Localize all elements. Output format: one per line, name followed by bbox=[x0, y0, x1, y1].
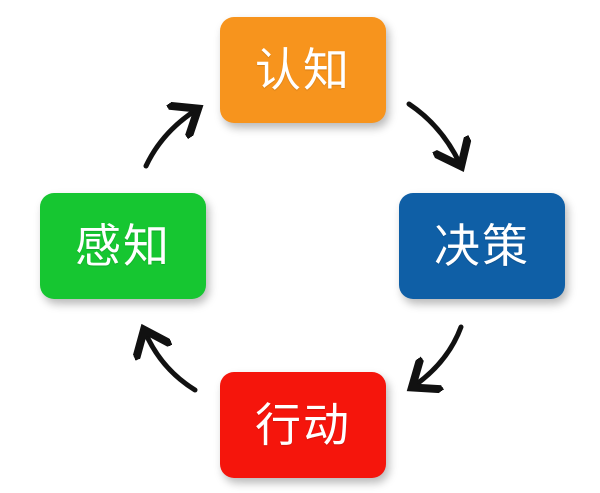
node-decision: 决策 bbox=[399, 193, 565, 299]
node-action-label: 行动 bbox=[255, 398, 351, 452]
node-action: 行动 bbox=[220, 372, 386, 478]
node-decision-label: 决策 bbox=[434, 219, 530, 273]
arrow-decision-to-action bbox=[414, 324, 464, 386]
arrow-action-to-perception bbox=[145, 332, 198, 393]
node-perception: 感知 bbox=[40, 193, 206, 299]
arrow-perception-to-cognition bbox=[143, 110, 196, 169]
arrow-cognition-to-decision bbox=[406, 101, 460, 164]
node-cognition: 认知 bbox=[220, 17, 386, 123]
node-perception-label: 感知 bbox=[75, 219, 171, 273]
node-cognition-label: 认知 bbox=[255, 43, 351, 97]
